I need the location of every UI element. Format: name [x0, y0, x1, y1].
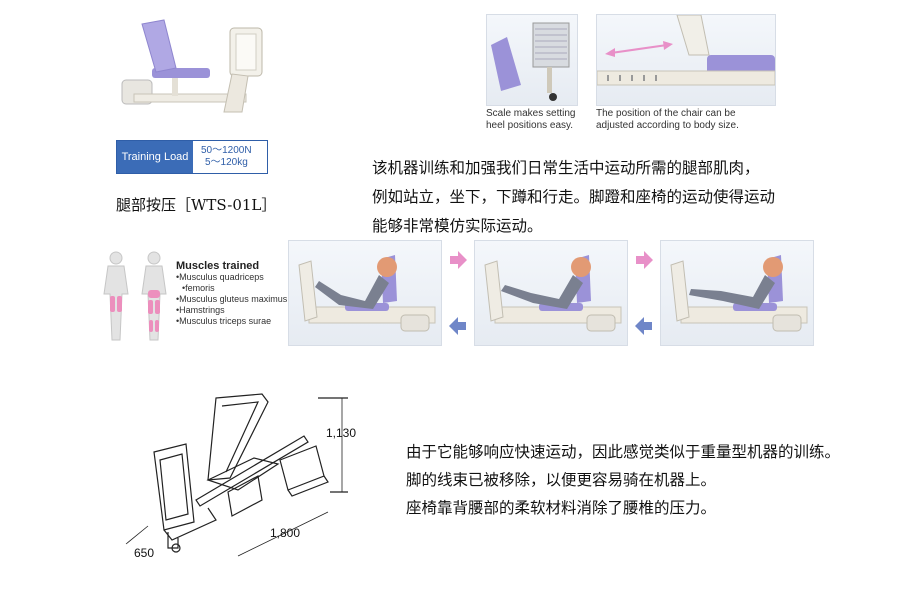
training-load-newton: 50～1200N	[201, 145, 252, 156]
exercise-step-2-illustration	[484, 255, 622, 332]
scale-caption-line1: Scale makes setting	[486, 108, 576, 119]
exercise-step-3-illustration	[670, 255, 808, 332]
feature-line-3: 座椅靠背腰部的柔软材料消除了腰椎的压力。	[406, 499, 717, 517]
chair-adjust-illustration	[596, 14, 776, 86]
muscle-item: Hamstrings	[176, 305, 288, 316]
feature-line-2: 脚的线束已被移除，以便更容易骑在机器上。	[406, 471, 717, 489]
exercise-step-photo-3	[660, 240, 814, 346]
arrow-left-icon	[448, 316, 468, 340]
muscle-item: Musculus gluteus maximus	[176, 294, 288, 305]
chair-adjust-photo	[596, 14, 776, 106]
intro-line-3: 能够非常模仿实际运动。	[372, 217, 543, 235]
product-photo	[112, 8, 272, 126]
muscle-item: Musculus triceps surae	[176, 316, 288, 327]
training-load-label: Training Load	[117, 141, 193, 173]
chair-caption-line2: adjusted according to body size.	[596, 120, 739, 131]
dimension-length: 1,800	[270, 526, 301, 540]
muscle-figures	[98, 250, 174, 344]
leg-press-photo-illustration	[121, 19, 263, 113]
intro-line-2: 例如站立，坐下，下蹲和行走。脚蹬和座椅的运动使得运动	[372, 188, 776, 206]
arrow-right-icon	[634, 250, 654, 274]
muscles-title: Muscles trained	[176, 260, 260, 272]
product-name: 腿部按压［WTS-01L］	[116, 196, 277, 214]
dimension-height: 1,130	[326, 426, 357, 440]
muscles-block: Muscles trained Musculus quadriceps femo…	[176, 260, 288, 327]
human-body-muscles-icon	[103, 251, 167, 341]
scale-detail-photo	[486, 14, 578, 106]
features-paragraph: 由于它能够响应快速运动，因此感觉类似于重量型机器的训练。 脚的线束已被移除，以便…	[406, 438, 840, 522]
intro-line-1: 该机器训练和加强我们日常生活中运动所需的腿部肌肉，	[372, 159, 760, 177]
dimension-drawing	[108, 380, 378, 590]
line-drawing-illustration	[125, 393, 348, 557]
exercise-step-1-illustration	[298, 255, 436, 332]
feature-line-1: 由于它能够响应快速运动，因此感觉类似于重量型机器的训练。	[406, 443, 841, 461]
training-load-kg: 5～120kg	[205, 157, 248, 168]
exercise-step-photo-2	[474, 240, 628, 346]
scale-detail-illustration	[491, 22, 570, 101]
training-load-box: Training Load 50～1200N 5～120kg	[116, 140, 268, 174]
intro-paragraph: 该机器训练和加强我们日常生活中运动所需的腿部肌肉， 例如站立，坐下，下蹲和行走。…	[372, 154, 775, 241]
muscle-item: femoris	[176, 283, 288, 294]
chair-caption: The position of the chair can be adjuste…	[596, 108, 739, 132]
arrow-right-icon	[448, 250, 468, 274]
scale-caption-line2: heel positions easy.	[486, 120, 574, 131]
training-load-values: 50～1200N 5～120kg	[193, 141, 267, 173]
muscle-item: Musculus quadriceps	[176, 272, 288, 283]
muscle-list: Musculus quadriceps femoris Musculus glu…	[176, 272, 288, 327]
dimension-width: 650	[134, 546, 155, 560]
chair-caption-line1: The position of the chair can be	[596, 108, 736, 119]
arrow-left-icon	[634, 316, 654, 340]
scale-caption: Scale makes setting heel positions easy.	[486, 108, 576, 132]
exercise-step-photo-1	[288, 240, 442, 346]
